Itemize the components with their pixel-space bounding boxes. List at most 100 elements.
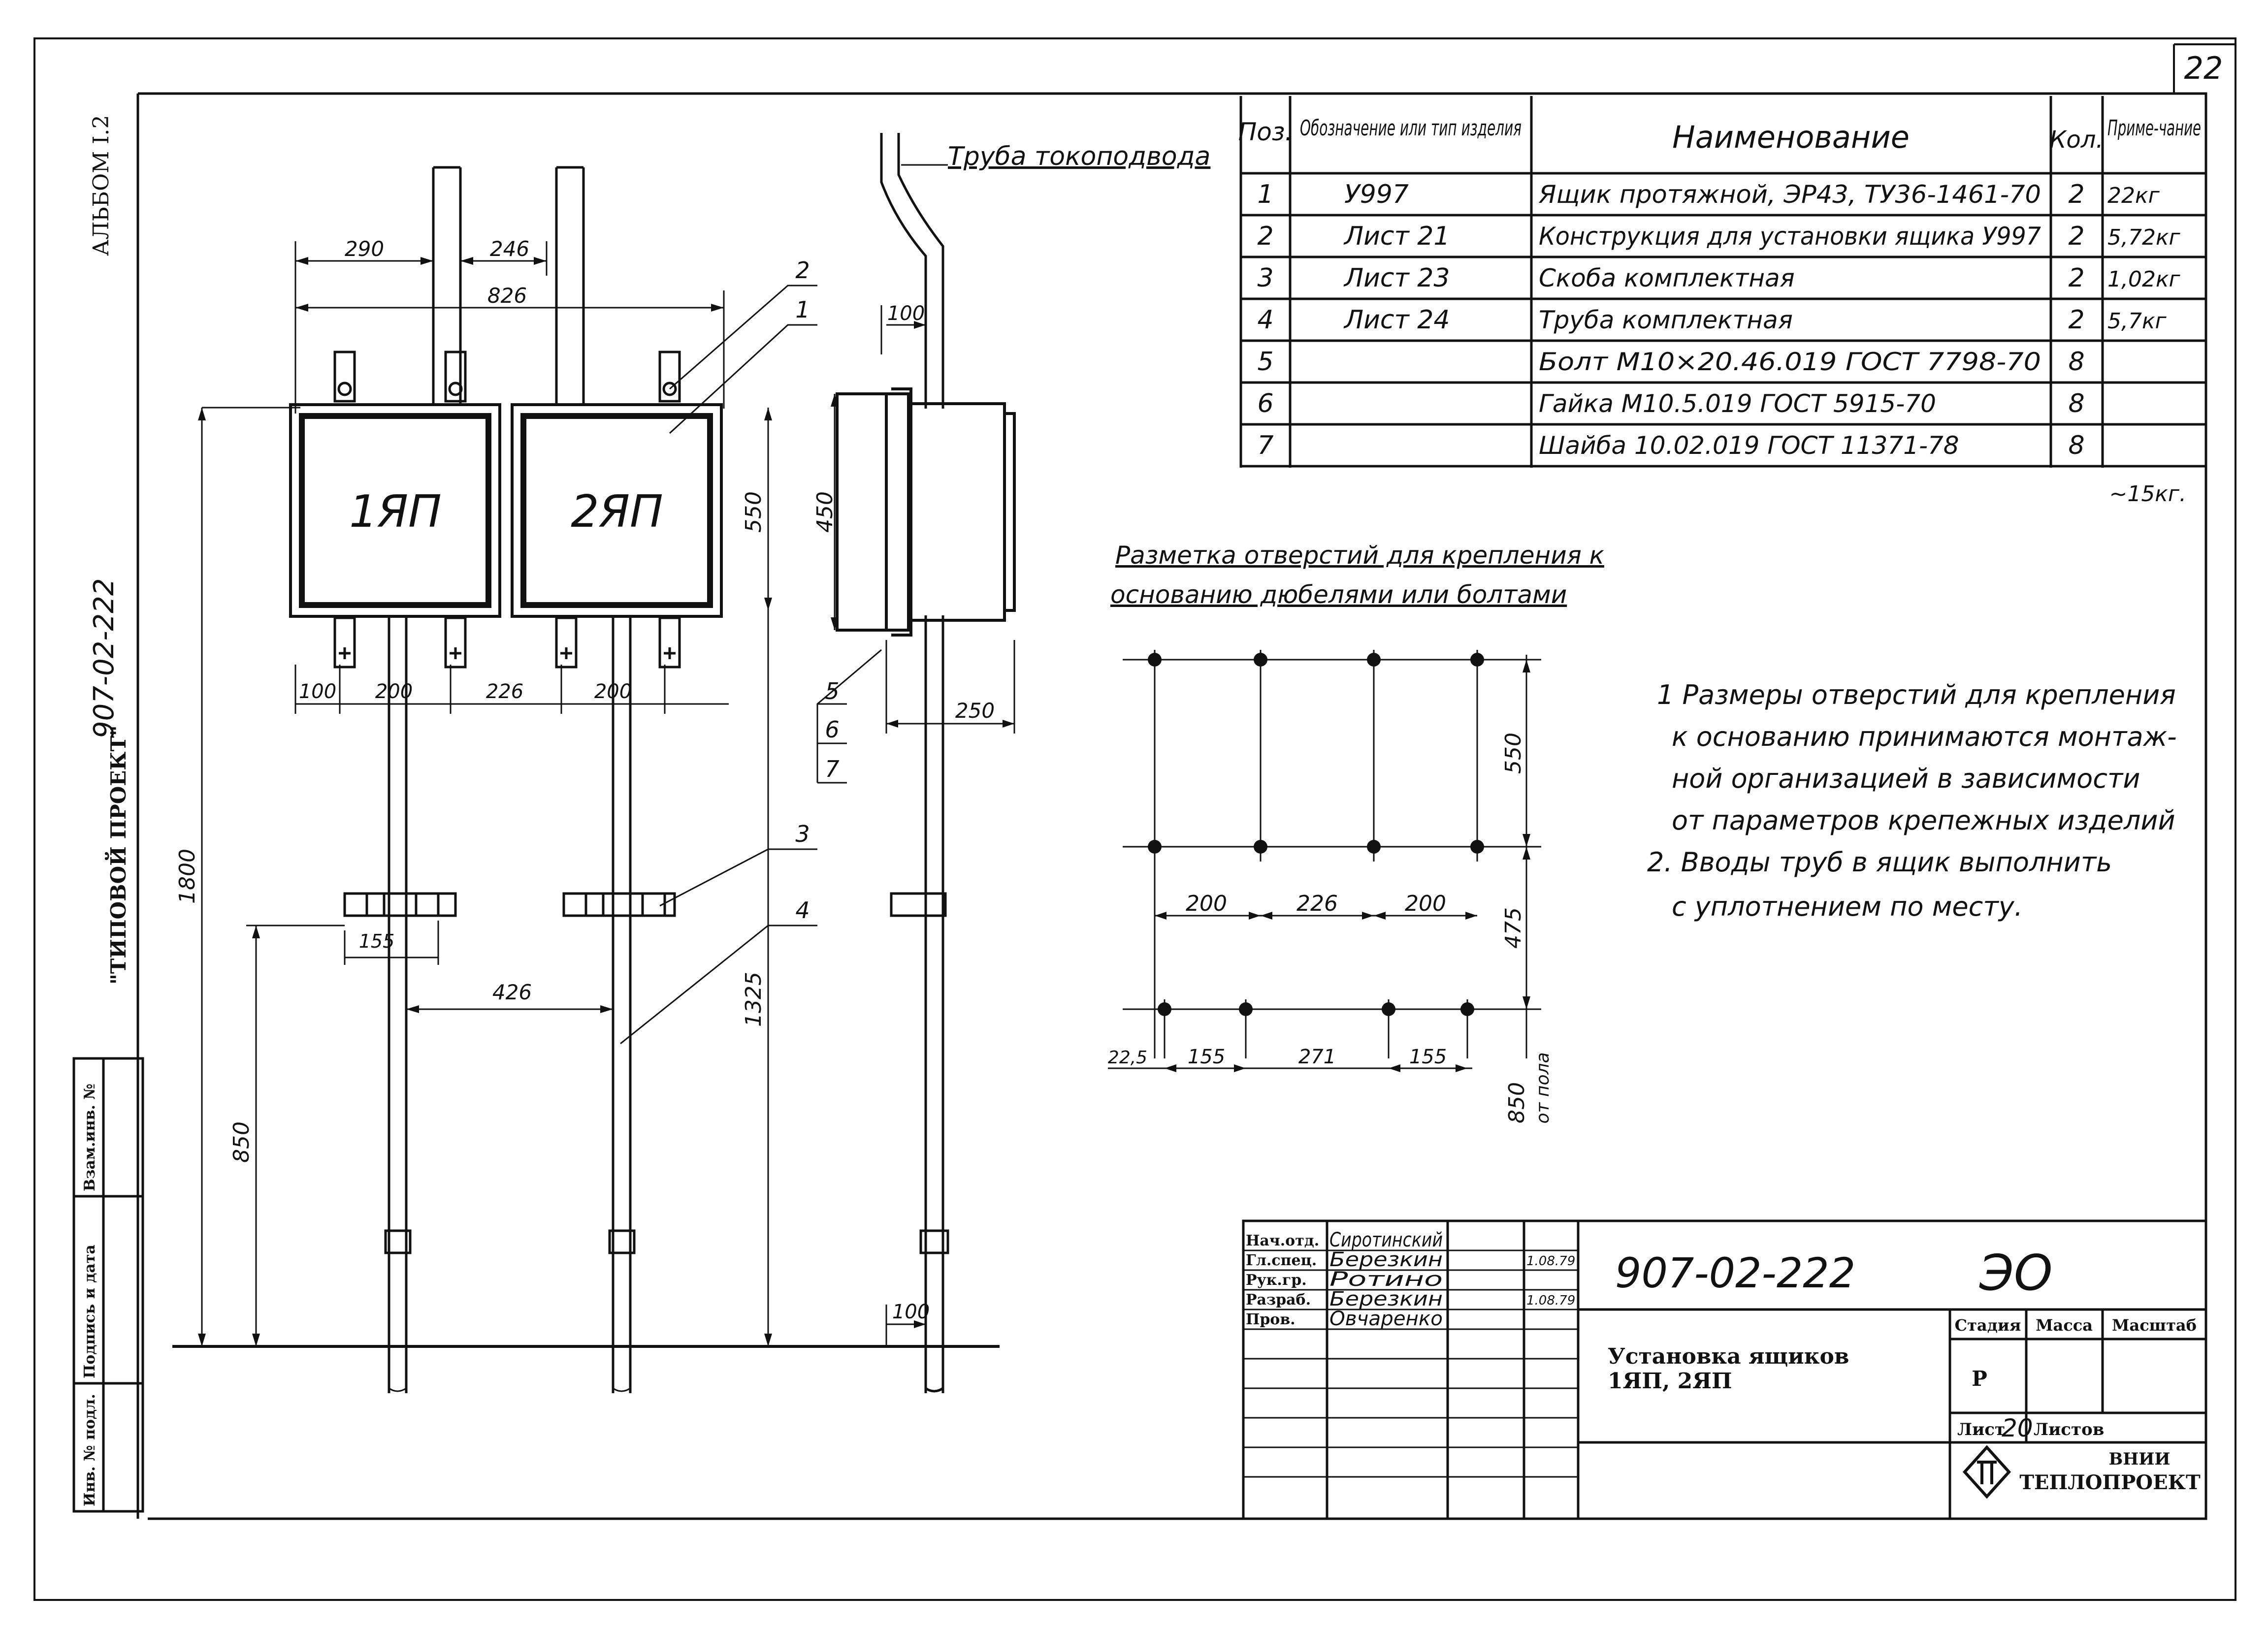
- mark-dim-850: 850: [1504, 1082, 1529, 1123]
- org-logo: [1962, 1445, 2011, 1499]
- tb-role: Пров.: [1246, 1311, 1296, 1328]
- marking-title-1: Разметка отверстий для крепления к: [1115, 541, 1604, 570]
- spec-cell-designation: Лист 23: [1343, 263, 1450, 293]
- spec-cell-qty: 2: [2068, 180, 2084, 209]
- tb-role: Гл.спец.: [1246, 1252, 1317, 1269]
- dim-1325: 1325: [741, 972, 766, 1027]
- stage-value: Р: [1972, 1367, 1987, 1391]
- note-line-4: от параметров крепежных изделий: [1672, 805, 2175, 836]
- sheet-number-box: 22: [2173, 43, 2236, 94]
- side-box: [836, 387, 1016, 637]
- clamp-2: [562, 892, 676, 917]
- dim-1800: 1800: [175, 849, 200, 904]
- mounting-brackets: [333, 351, 681, 669]
- spec-cell-qty: 2: [2068, 305, 2084, 335]
- note-line-3: ной организацией в зависимости: [1672, 763, 2140, 794]
- doc-code: 907-02-222: [1615, 1249, 1855, 1297]
- callout-4: 4: [795, 897, 810, 924]
- tb-role: Рук.гр.: [1246, 1272, 1307, 1289]
- note-line-6: с уплотнением по месту.: [1672, 891, 2023, 922]
- total-mass: ~15кг.: [2109, 481, 2186, 507]
- spec-cell-qty: 8: [2068, 347, 2084, 377]
- side-dim-arrows: [831, 321, 1014, 1328]
- spec-cell-pos: 7: [1257, 431, 1273, 460]
- mark-dim-226: 226: [1296, 891, 1338, 916]
- mark-dim-200-left: 200: [1186, 891, 1227, 916]
- mark-dim-155-right: 155: [1409, 1046, 1447, 1068]
- dim-826: 826: [487, 284, 527, 308]
- note-line-1: 1 Размеры отверстий для крепления: [1657, 679, 2176, 710]
- box-1-label: 1ЯП: [349, 486, 441, 538]
- doc-mark: ЭО: [1979, 1244, 2053, 1302]
- spec-cell-pos: 6: [1257, 389, 1273, 418]
- header-designation: Обозначение или тип изделия: [1300, 116, 1522, 141]
- dim-246: 246: [490, 237, 529, 261]
- sheet-label: Лист: [1957, 1420, 2005, 1439]
- marking-title-2: основанию дюбелями или болтами: [1110, 580, 1567, 609]
- side-view: Труба токоподвода 100 450 250 100: [812, 133, 1210, 1393]
- signature-field-label: Подпись и дата: [81, 1245, 98, 1378]
- dim-100: 100: [299, 680, 336, 703]
- project-code-label: 907-02-222: [88, 578, 120, 738]
- spec-cell-note: 5,7кг: [2107, 309, 2167, 334]
- mark-dim-550: 550: [1501, 733, 1526, 774]
- spec-table: Поз. Обозначение или тип изделия Наимено…: [1238, 96, 2207, 507]
- inv-field-label: Инв. № подл.: [81, 1394, 98, 1506]
- spec-cell-pos: 1: [1257, 180, 1273, 209]
- mark-dim-155-left: 155: [1188, 1046, 1225, 1068]
- mark-dim-475: 475: [1501, 907, 1526, 949]
- org-name-1: ВНИИ: [2108, 1449, 2170, 1469]
- lower-pipe-2: [608, 615, 636, 1393]
- callout-5: 5: [825, 678, 839, 704]
- spec-cell-name: Скоба комплектная: [1539, 264, 1795, 292]
- spec-cell-designation: Лист 21: [1343, 222, 1450, 251]
- dim-426: 426: [492, 980, 532, 1004]
- org-name-2: ТЕПЛОПРОЕКТ: [2019, 1471, 2201, 1494]
- notes: 1 Размеры отверстий для крепления к осно…: [1647, 679, 2177, 922]
- tb-name: Сиротинский: [1329, 1229, 1443, 1251]
- header-name: Наименование: [1672, 119, 1910, 155]
- doc-title-1: Установка ящиков: [1608, 1344, 1849, 1369]
- side-pipe: [880, 133, 949, 1393]
- dim-side-250: 250: [955, 699, 995, 723]
- sheet-number: 22: [2184, 50, 2223, 86]
- mark-dim-271: 271: [1298, 1046, 1336, 1068]
- note-line-5: 2. Вводы труб в ящик выполнить: [1647, 847, 2112, 878]
- spec-cell-note: 5,72кг: [2107, 225, 2181, 250]
- replace-field-label: Взам.инв. №: [81, 1084, 98, 1191]
- front-view: 1ЯП 2ЯП: [172, 166, 1000, 1393]
- spec-cell-name: Шайба 10.02.019 ГОСТ 11371-78: [1539, 431, 1959, 460]
- box-1yap: 1ЯП: [289, 403, 501, 618]
- spec-cell-pos: 2: [1257, 222, 1273, 251]
- spec-cell-name: Ящик протяжной, ЭР43, ТУ36-1461-70: [1538, 180, 2041, 209]
- side-stamp: АЛЬБОМ I.2 "ТИПОВОЙ ПРОЕКТ" 907-02-222 И…: [72, 115, 144, 1513]
- tb-name: Овчаренко: [1329, 1308, 1443, 1330]
- mark-dim-225: 22,5: [1108, 1048, 1147, 1068]
- callout-6: 6: [825, 716, 839, 743]
- note-line-2: к основанию принимаются монтаж-: [1672, 721, 2177, 752]
- tb-name: Березкин: [1329, 1288, 1443, 1310]
- clamp-1: [343, 892, 457, 917]
- sheet-frame: [33, 37, 2236, 1601]
- spec-cell-name: Гайка М10.5.019 ГОСТ 5915-70: [1539, 389, 1936, 418]
- hole-marking: Разметка отверстий для крепления к основ…: [1108, 541, 1604, 1124]
- tb-date: 1.08.79: [1526, 1293, 1575, 1308]
- spec-cell-pos: 3: [1257, 263, 1273, 293]
- spec-cell-pos: 4: [1257, 305, 1273, 335]
- tb-name: Ротино: [1329, 1268, 1443, 1291]
- header-note: Приме-чание: [2107, 116, 2201, 141]
- project-type-label: "ТИПОВОЙ ПРОЕКТ": [104, 725, 130, 985]
- upper-pipe-2: [555, 166, 585, 404]
- tb-name: Березкин: [1329, 1248, 1443, 1271]
- doc-title-2: 1ЯП, 2ЯП: [1608, 1369, 1732, 1394]
- dim-290: 290: [345, 237, 384, 261]
- header-qty: Кол.: [2049, 126, 2103, 154]
- mark-dim-200-right: 200: [1405, 891, 1446, 916]
- dim-side-100-bottom: 100: [892, 1301, 930, 1323]
- spec-cell-qty: 8: [2068, 431, 2084, 460]
- callout-1: 1: [795, 296, 810, 323]
